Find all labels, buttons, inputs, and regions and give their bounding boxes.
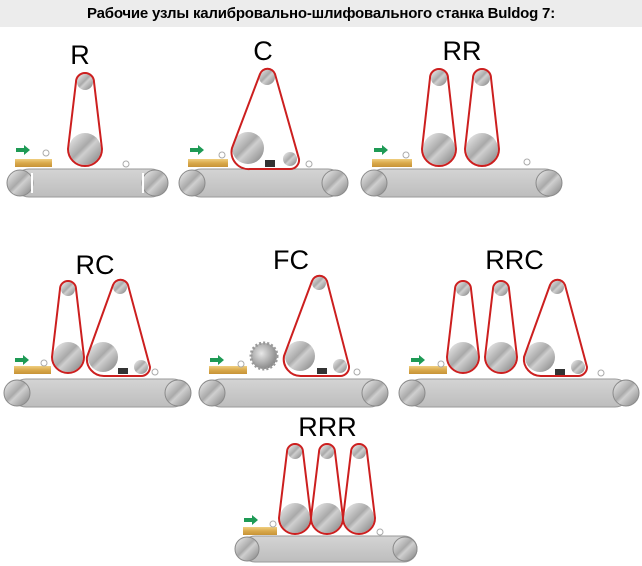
unit-r: R <box>0 40 180 200</box>
unit-label: C <box>253 36 273 66</box>
arrow-right-icon <box>15 355 29 365</box>
sanding-belt <box>230 67 301 171</box>
contact-roller <box>69 133 101 165</box>
platen <box>317 368 327 374</box>
top-roller <box>77 74 93 90</box>
title-bar: Рабочие узлы калибровально-шлифовального… <box>0 0 642 27</box>
sanding-belt <box>85 278 152 378</box>
conveyor <box>234 535 418 563</box>
arrow-right-icon <box>210 355 224 365</box>
workpiece <box>243 527 277 535</box>
unit-rr: RR <box>352 36 572 200</box>
workpiece <box>372 159 412 167</box>
conveyor <box>178 168 349 198</box>
workpiece <box>209 366 247 374</box>
top-roller <box>259 69 275 85</box>
sanding-belt <box>277 443 313 535</box>
conveyor <box>360 168 563 198</box>
unit-label: RC <box>75 250 115 280</box>
workpiece <box>14 366 51 374</box>
unit-r-diagram <box>6 72 169 198</box>
workpiece <box>188 159 228 167</box>
arrow-right-icon <box>411 355 425 365</box>
sanding-belt <box>483 280 519 374</box>
tension-roller <box>283 152 297 166</box>
sanding-belt <box>309 443 345 535</box>
conveyor <box>3 378 192 408</box>
platen <box>265 160 275 167</box>
unit-rr-diagram <box>360 68 563 198</box>
sanding-belt <box>420 68 458 167</box>
unit-rrc: RRC <box>395 245 642 408</box>
planing-cutter <box>249 341 279 371</box>
conveyor <box>198 378 389 408</box>
platen <box>118 368 128 374</box>
conveyor <box>6 168 169 198</box>
unit-label: RR <box>442 36 482 66</box>
sanding-belt <box>341 443 377 535</box>
unit-label: R <box>70 40 90 70</box>
platen <box>555 369 565 375</box>
contact-roller <box>232 132 264 164</box>
sanding-belt <box>282 274 351 378</box>
unit-rc: RC <box>0 245 200 408</box>
unit-rrr: RRR <box>225 410 420 566</box>
unit-label: RRC <box>485 245 544 275</box>
workpiece <box>15 159 52 167</box>
arrow-right-icon <box>16 145 30 155</box>
sanding-belt <box>66 72 104 167</box>
sanding-belt <box>445 280 481 374</box>
sanding-belt <box>50 280 86 374</box>
unit-c-diagram <box>178 67 349 198</box>
unit-fc: FC <box>195 245 395 408</box>
unit-fc-diagram <box>198 274 389 408</box>
sanding-belt <box>522 278 589 378</box>
arrow-right-icon <box>374 145 388 155</box>
unit-label: RRR <box>298 412 357 442</box>
workpiece <box>409 366 447 374</box>
page-title: Рабочие узлы калибровально-шлифовального… <box>87 5 555 22</box>
unit-rrc-diagram <box>398 278 640 408</box>
arrow-right-icon <box>244 515 258 525</box>
sanding-belt <box>463 68 501 167</box>
unit-c: C <box>170 36 360 200</box>
arrow-right-icon <box>190 145 204 155</box>
unit-rc-diagram <box>3 278 192 408</box>
unit-rrr-diagram <box>234 443 418 563</box>
unit-label: FC <box>273 245 309 275</box>
conveyor <box>398 378 640 408</box>
